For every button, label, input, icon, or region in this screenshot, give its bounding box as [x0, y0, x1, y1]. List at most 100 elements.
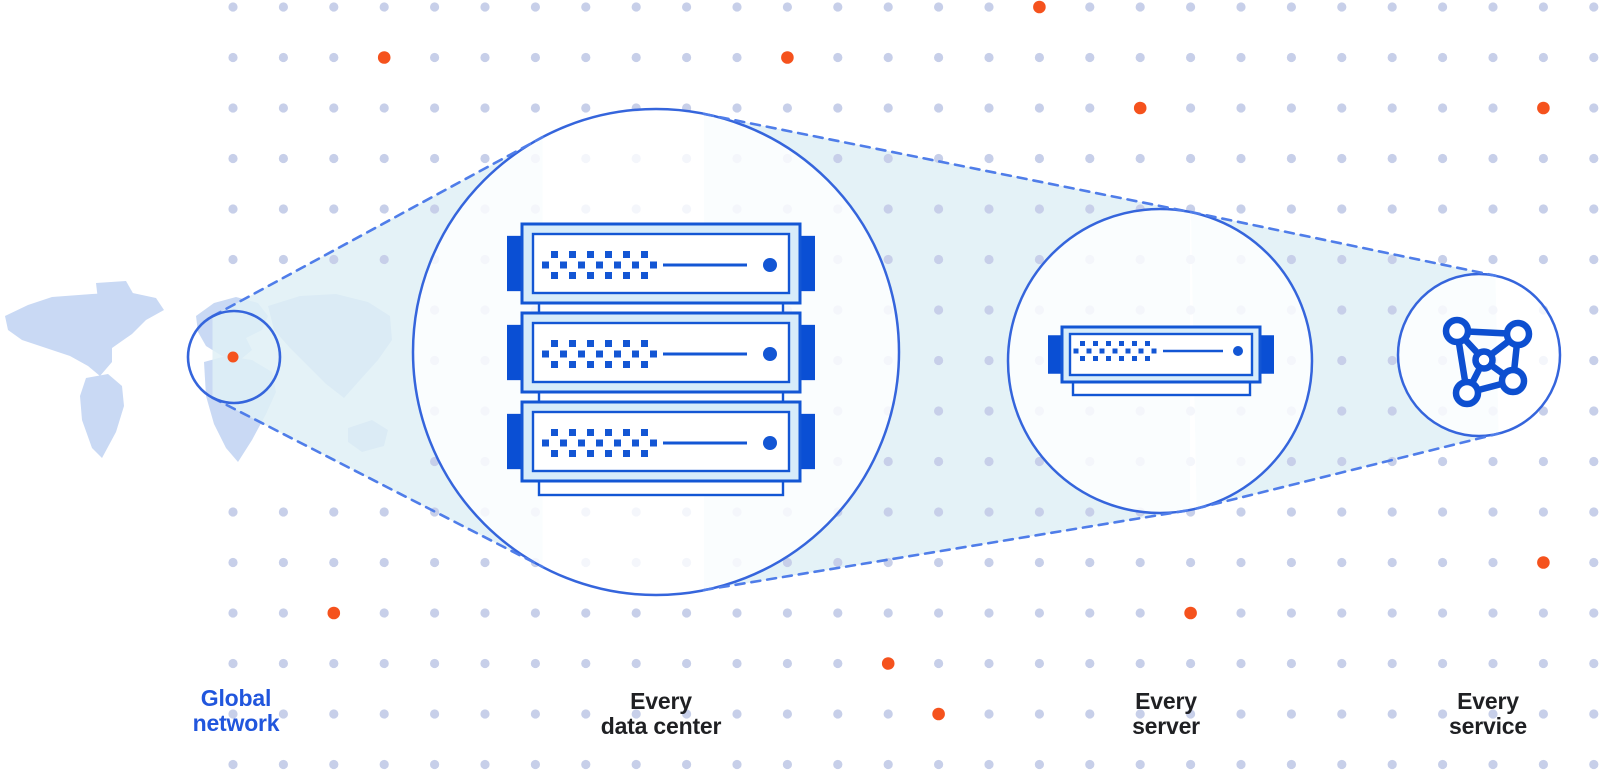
orange-grid-dot — [1033, 0, 1046, 14]
grid-dot — [732, 658, 742, 669]
vent-square — [1093, 356, 1098, 361]
grid-dot — [480, 2, 490, 12]
orange-grid-dot — [932, 707, 945, 721]
grid-dot — [1085, 557, 1095, 568]
grid-dot — [329, 709, 339, 719]
grid-dot — [581, 103, 591, 113]
grid-dot — [1135, 658, 1145, 669]
vent-square — [641, 340, 648, 347]
grid-dot — [430, 658, 440, 669]
grid-dot — [1286, 759, 1296, 770]
grid-dot — [1387, 658, 1397, 669]
grid-dot — [1438, 52, 1448, 63]
grid-dot — [581, 658, 591, 669]
grid-dot — [1438, 658, 1448, 669]
grid-dot — [984, 406, 994, 416]
grid-dot — [480, 52, 490, 63]
grid-dot — [430, 103, 440, 113]
vent-square — [641, 251, 648, 258]
grid-dot — [1589, 103, 1599, 113]
grid-dot — [1286, 153, 1296, 164]
grid-dot — [883, 456, 893, 467]
grid-dot — [1236, 759, 1246, 770]
grid-dot — [1337, 557, 1347, 568]
grid-dot — [379, 557, 389, 568]
grid-dot — [228, 759, 238, 770]
mesh-node — [1498, 366, 1528, 396]
grid-dot — [934, 456, 944, 467]
grid-dot — [782, 658, 793, 669]
grid-dot — [379, 608, 389, 618]
grid-dot — [1186, 658, 1196, 669]
grid-dot — [934, 557, 944, 568]
grid-dot — [379, 658, 389, 669]
grid-dot — [984, 608, 994, 618]
vent-square — [1112, 348, 1118, 354]
grid-dot — [934, 507, 944, 517]
grid-dot — [379, 709, 389, 719]
grid-dot — [1589, 406, 1599, 416]
grid-dot — [934, 658, 944, 669]
orange-grid-dot — [1133, 101, 1147, 115]
server-faceplate — [531, 410, 791, 473]
grid-dot — [631, 52, 641, 63]
grid-dot — [1034, 759, 1044, 770]
grid-dot — [1034, 204, 1044, 214]
grid-dot — [984, 52, 994, 63]
mesh-node — [1503, 319, 1533, 349]
grid-dot — [682, 2, 692, 12]
grid-dot — [1488, 557, 1498, 568]
vent-square — [1138, 348, 1144, 354]
grid-dot — [1085, 709, 1095, 719]
grid-dot — [984, 254, 994, 265]
grid-dot — [1085, 507, 1095, 517]
grid-dot — [682, 709, 692, 719]
grid-dot — [530, 103, 541, 113]
grid-dot — [430, 204, 440, 214]
grid-dot — [1387, 406, 1397, 416]
map-focus-ring — [186, 309, 282, 405]
grid-dot — [1085, 103, 1095, 113]
vent-square — [596, 261, 603, 269]
grid-dot — [984, 658, 994, 669]
vent-square — [1093, 341, 1098, 346]
rack-server-icon — [507, 222, 815, 497]
grid-dot — [430, 608, 440, 618]
grid-dot — [782, 2, 793, 12]
grid-dot — [682, 52, 692, 63]
grid-dot — [379, 103, 389, 113]
grid-dot — [1337, 52, 1347, 63]
vent-square — [578, 439, 585, 447]
grid-dot — [833, 608, 843, 618]
grid-dot — [883, 254, 893, 265]
grid-dot — [1186, 52, 1196, 63]
vent-square — [551, 340, 558, 347]
grid-dot — [1589, 608, 1599, 618]
grid-dot — [732, 759, 742, 770]
map-south-america — [80, 374, 124, 458]
grid-dot — [1337, 153, 1347, 164]
vent-square — [641, 361, 648, 368]
grid-dot — [379, 759, 389, 770]
label-every-data-center: Every data center — [600, 688, 722, 739]
grid-dot — [480, 608, 490, 618]
grid-dot — [581, 709, 591, 719]
server-led-dot — [1233, 346, 1243, 356]
vent-square — [1073, 348, 1079, 354]
grid-dot — [1387, 305, 1397, 315]
grid-dot — [228, 52, 238, 63]
orange-grid-dot — [377, 51, 391, 64]
grid-dot — [278, 204, 288, 214]
vent-square — [1132, 341, 1137, 346]
vent-square — [632, 439, 639, 447]
vent-square — [596, 350, 603, 358]
grid-dot — [1135, 709, 1145, 719]
grid-dot — [1589, 355, 1599, 366]
grid-dot — [732, 709, 742, 719]
vent-square — [641, 450, 648, 457]
vent-square — [551, 251, 558, 258]
grid-dot — [1538, 456, 1548, 467]
grid-dot — [1286, 103, 1296, 113]
grid-dot — [1286, 507, 1296, 517]
vent-square — [560, 350, 567, 358]
